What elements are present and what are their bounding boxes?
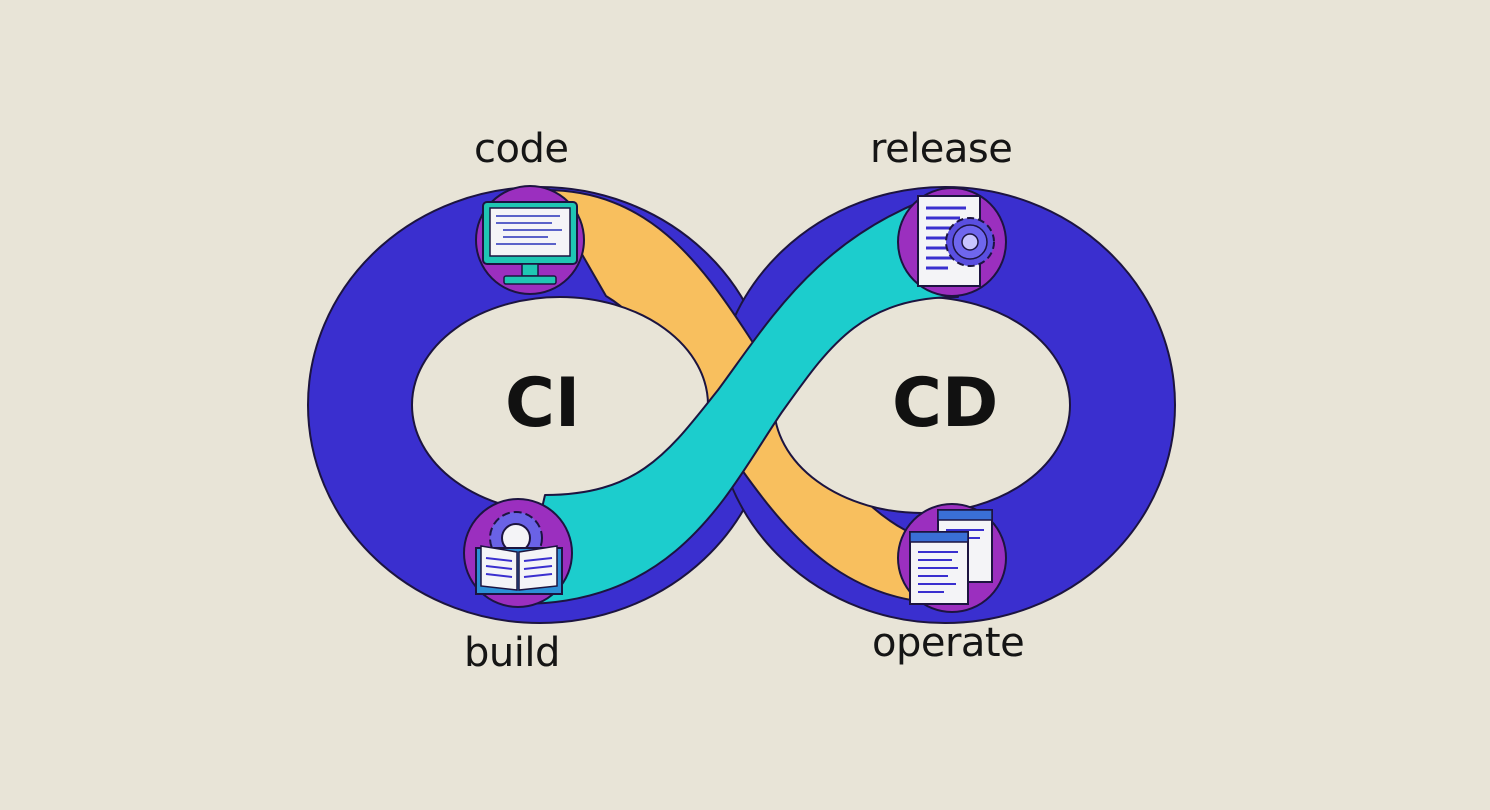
monitor-code-icon [482,201,578,285]
operate-node [897,503,1007,613]
teal-band [519,189,959,605]
cd-center-label: CD [892,364,999,443]
book-gear-icon [475,511,563,595]
document-gear-icon [917,195,995,287]
build-label: build [464,630,560,676]
code-node [475,185,585,295]
release-node [897,187,1007,297]
code-label: code [474,126,569,172]
build-node [463,498,573,608]
ci-center-label: CI [505,364,581,443]
operate-label: operate [872,620,1025,666]
release-label: release [870,126,1013,172]
stacked-documents-icon [909,509,993,605]
